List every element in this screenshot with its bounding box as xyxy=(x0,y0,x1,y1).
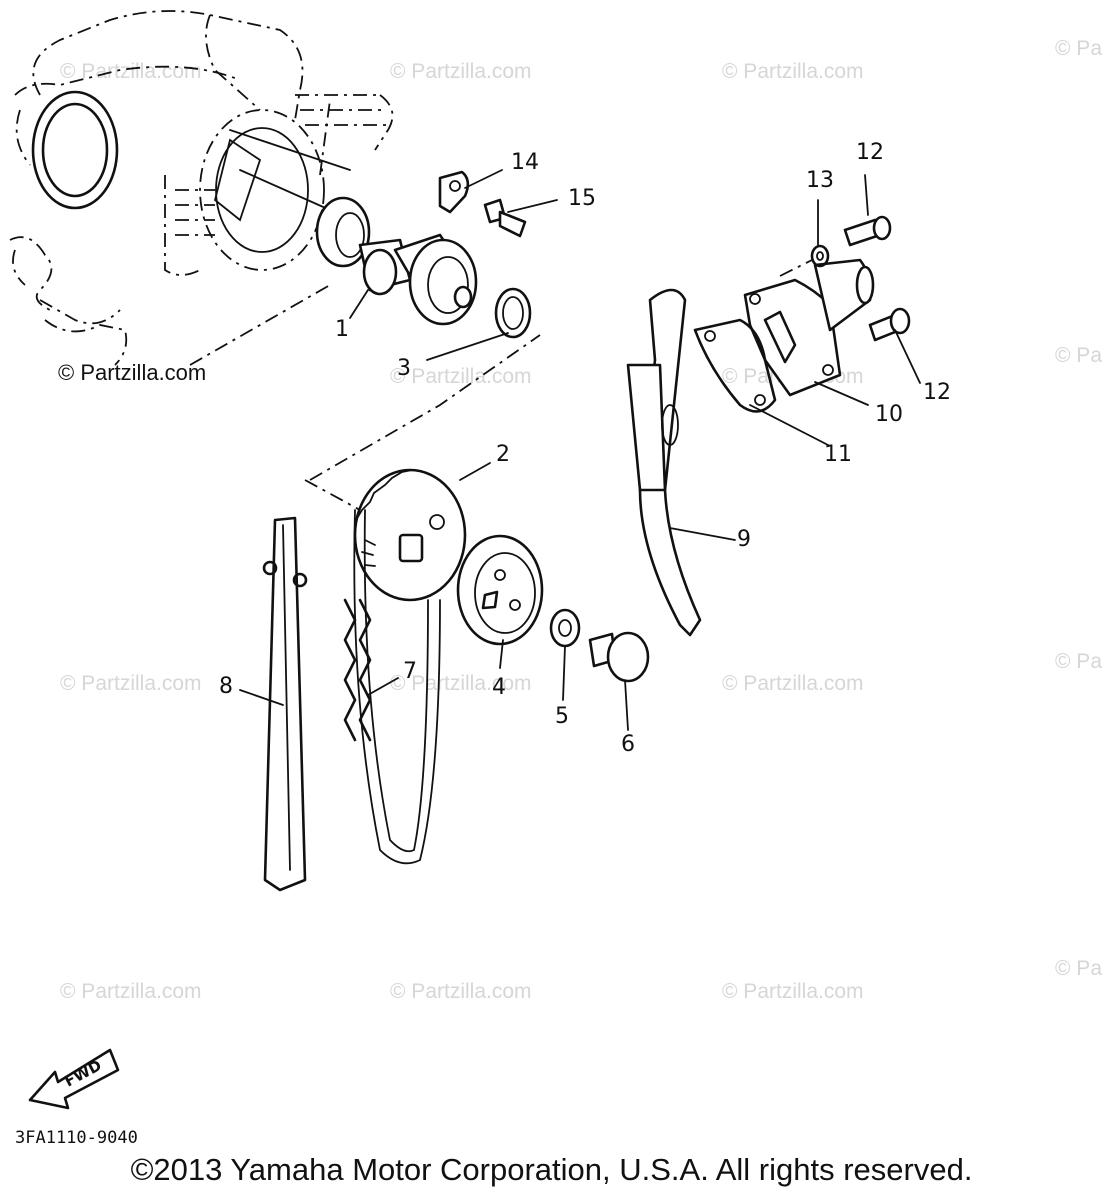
callout-13: 13 xyxy=(806,168,834,193)
watermark: © Partzilla.com xyxy=(390,980,532,1003)
washer-13 xyxy=(779,244,830,277)
callout-1: 1 xyxy=(335,317,349,342)
chain-tensioner xyxy=(743,258,875,397)
camshaft xyxy=(315,196,478,326)
watermark: © Partzilla.com xyxy=(1055,957,1103,980)
callout-2: 2 xyxy=(496,442,510,467)
callout-7: 7 xyxy=(403,659,417,684)
lock-plate xyxy=(438,170,470,214)
callout-8: 8 xyxy=(219,674,233,699)
watermark: © Partzilla.com xyxy=(390,365,532,388)
watermark: © Partzilla.com xyxy=(722,672,864,695)
watermark: © Partzilla.com xyxy=(60,672,202,695)
watermark: © Partzilla.com xyxy=(1055,37,1103,60)
chain-guide-front xyxy=(626,288,702,637)
bolt-6 xyxy=(588,631,650,683)
chain-guide-rear xyxy=(262,516,308,892)
watermark: © Partzilla.com xyxy=(60,60,202,83)
bolt-15 xyxy=(483,198,527,238)
callouts: 1 2 3 4 5 6 7 8 9 10 11 12 12 13 14 15 xyxy=(219,140,951,757)
callout-14: 14 xyxy=(511,150,539,175)
diagram-code: 3FA1110-9040 xyxy=(15,1128,138,1148)
washer xyxy=(549,608,581,648)
callout-5: 5 xyxy=(555,704,569,729)
watermark: © Partzilla.com xyxy=(60,980,202,1003)
callout-12-top: 12 xyxy=(856,140,884,165)
fwd-arrow-icon: FWD xyxy=(28,1048,120,1110)
copyright-notice: ©2013 Yamaha Motor Corporation, U.S.A. A… xyxy=(130,1152,973,1187)
watermark: © Partzilla.com xyxy=(1055,344,1103,367)
callout-6: 6 xyxy=(621,732,635,757)
watermark: © Partzilla.com xyxy=(1055,650,1103,673)
watermark: © Partzilla.com xyxy=(722,60,864,83)
watermark: © Partzilla.com xyxy=(722,980,864,1003)
callout-3: 3 xyxy=(397,356,411,381)
cylinder-head-outline xyxy=(9,10,541,511)
watermark: © Partzilla.com xyxy=(390,60,532,83)
watermarks: © Partzilla.com © Partzilla.com © Partzi… xyxy=(58,37,1103,1003)
timing-chain xyxy=(343,509,441,865)
leader-lines xyxy=(239,169,921,731)
tensioner-gasket xyxy=(693,318,777,413)
callout-4: 4 xyxy=(492,675,506,700)
callout-11: 11 xyxy=(824,442,852,467)
watermark-dark: © Partzilla.com xyxy=(58,360,206,385)
circlip xyxy=(494,287,532,339)
callout-12-bottom: 12 xyxy=(923,380,951,405)
watermark: © Partzilla.com xyxy=(390,672,532,695)
tensioner-bolts xyxy=(843,215,911,342)
cam-sprocket xyxy=(353,468,467,602)
sprocket-cover xyxy=(456,534,544,646)
callout-15: 15 xyxy=(568,186,596,211)
callout-9: 9 xyxy=(737,527,751,552)
callout-10: 10 xyxy=(875,402,903,427)
